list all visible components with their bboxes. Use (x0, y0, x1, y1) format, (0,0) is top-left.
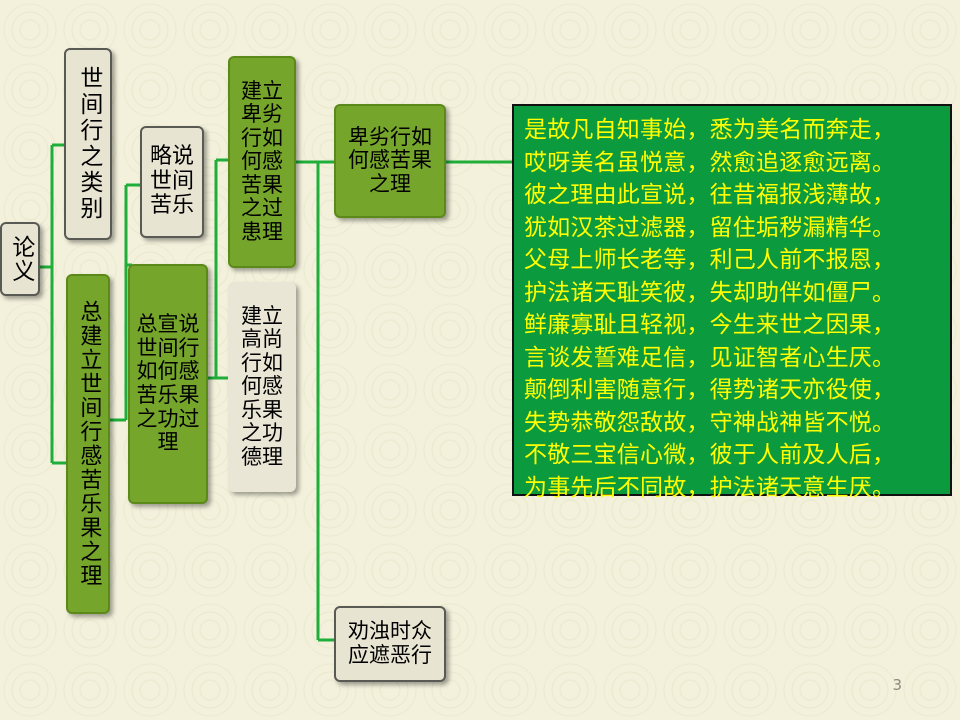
verse-line: 父母上师长老等，利己人前不报恩， (524, 247, 896, 273)
verse-passage: 是故凡自知事始，悉为美名而奔走， 哎呀美名虽悦意，然愈追逐愈远离。 彼之理由此宣… (512, 104, 952, 501)
verse-line: 为事先后不同故，护法诸天意生厌。 (524, 474, 896, 501)
exhort-line: 应遮恶行 (348, 643, 432, 667)
general-explain-node: 总宣说 世间行 如何感 苦乐果 之功过 理 (128, 264, 208, 504)
inferior-fault-line: 行如 (241, 125, 283, 150)
category-node: 世间行之类别 (64, 48, 112, 240)
inferior-fault-line: 之过 (241, 196, 283, 221)
inferior-fault-line: 苦果 (241, 172, 283, 197)
root-node: 论义 (0, 222, 40, 296)
verse-line: 失势恭敬怨敌故，守神战神皆不悦。 (524, 409, 896, 436)
inferior-principle-line: 卑劣行如 (348, 124, 432, 149)
noble-merit-line: 何感 (241, 374, 283, 399)
verse-line: 颠倒利害随意行，得势诸天亦役使， (524, 377, 896, 403)
verse-line: 不敬三宝信心微，彼于人前及人后， (524, 442, 896, 468)
inferior-fault-line: 患理 (241, 219, 283, 244)
general-explain-line: 世间行 (136, 335, 200, 360)
general-explain-line: 如何感 (136, 359, 200, 384)
inferior-fault-line: 何感 (241, 149, 283, 174)
inferior-fault-node: 建立 卑劣 行如 何感 苦果 之过 患理 (228, 56, 296, 268)
general-explain-line: 之功过 (136, 406, 200, 431)
general-establish-label: 总建立世间行感苦乐果之理 (76, 300, 102, 588)
verse-line: 犹如汉茶过滤器，留住垢秽漏精华。 (524, 214, 896, 241)
inferior-fault-line: 建立 (241, 78, 283, 103)
page-number: 3 (892, 676, 902, 694)
verse-line: 言谈发誓难足信，见证智者心生厌。 (524, 344, 896, 371)
general-explain-line: 苦乐果 (136, 383, 200, 407)
brief-suffering-joy-label: 略说世间苦乐 (149, 144, 194, 219)
noble-merit-line: 乐果 (241, 397, 283, 422)
verse-line: 彼之理由此宣说，往昔福报浅薄故， (524, 182, 896, 208)
inferior-principle-line: 之理 (369, 171, 411, 196)
noble-merit-node: 建立 高尚 行如 何感 乐果 之功 德理 (228, 282, 296, 492)
brief-suffering-joy-node: 略说世间苦乐 (140, 126, 204, 238)
inferior-fault-line: 卑劣 (241, 102, 283, 127)
verse-line: 护法诸天耻笑彼，失却助伴如僵尸。 (524, 279, 896, 306)
exhort-line: 劝浊时众 (348, 619, 432, 644)
noble-merit-line: 之功 (241, 421, 283, 446)
verse-line: 鲜廉寡耻且轻视，今生来世之因果， (524, 312, 896, 338)
general-explain-line: 总宣说 (136, 312, 200, 337)
noble-merit-line: 德理 (241, 444, 283, 469)
noble-merit-line: 建立 (241, 303, 283, 328)
inferior-principle-node: 卑劣行如 何感苦果 之理 (334, 104, 446, 218)
noble-merit-line: 行如 (241, 350, 283, 375)
category-label: 世间行之类别 (75, 66, 102, 222)
noble-merit-line: 高尚 (241, 327, 283, 352)
inferior-principle-line: 何感苦果 (348, 148, 432, 173)
root-label: 论义 (7, 235, 34, 283)
exhort-node: 劝浊时众 应遮恶行 (334, 606, 446, 682)
verse-line: 哎呀美名虽悦意，然愈追逐愈远离。 (524, 149, 896, 176)
general-explain-line: 理 (157, 430, 179, 455)
verse-line: 是故凡自知事始，悉为美名而奔走， (524, 117, 896, 143)
general-establish-node: 总建立世间行感苦乐果之理 (66, 274, 110, 614)
